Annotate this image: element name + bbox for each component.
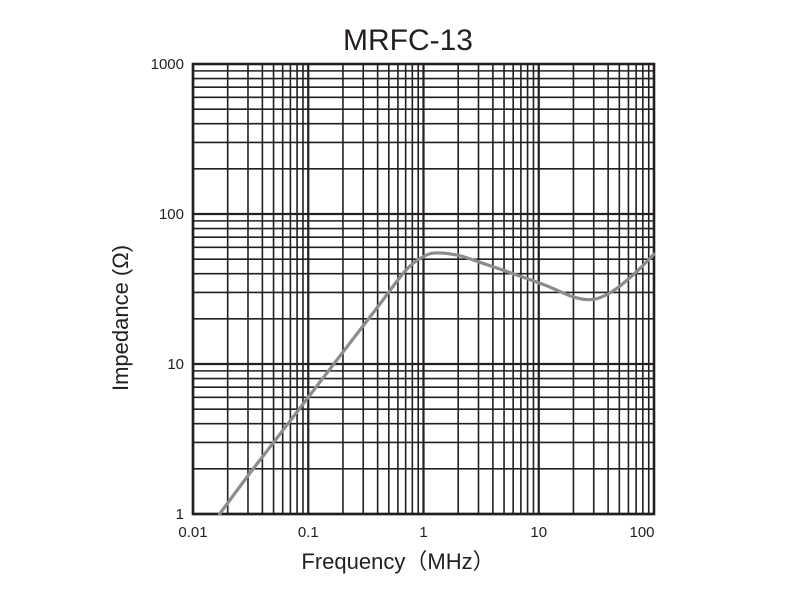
x-tick-label: 0.1 — [298, 524, 319, 541]
plot-frame — [191, 62, 656, 516]
x-tick-label: 0.01 — [178, 524, 207, 541]
y-tick-labels: 1 10 100 1000 — [151, 56, 184, 523]
x-tick-label: 100 — [629, 524, 654, 541]
impedance-curve — [217, 251, 656, 516]
y-axis-label: Impedance (Ω) — [108, 245, 133, 391]
y-tick-label: 1 — [176, 506, 184, 523]
x-tick-labels: 0.01 0.1 1 10 100 — [178, 524, 654, 541]
y-tick-label: 100 — [159, 206, 184, 223]
x-tick-label: 10 — [530, 524, 547, 541]
y-tick-label: 10 — [167, 356, 184, 373]
x-tick-label: 1 — [419, 524, 427, 541]
grid-layer — [191, 64, 654, 516]
x-axis-label: Frequency（MHz） — [301, 549, 494, 574]
y-tick-label: 1000 — [151, 56, 184, 73]
chart-title: MRFC-13 — [343, 24, 473, 57]
series-layer — [217, 251, 656, 516]
